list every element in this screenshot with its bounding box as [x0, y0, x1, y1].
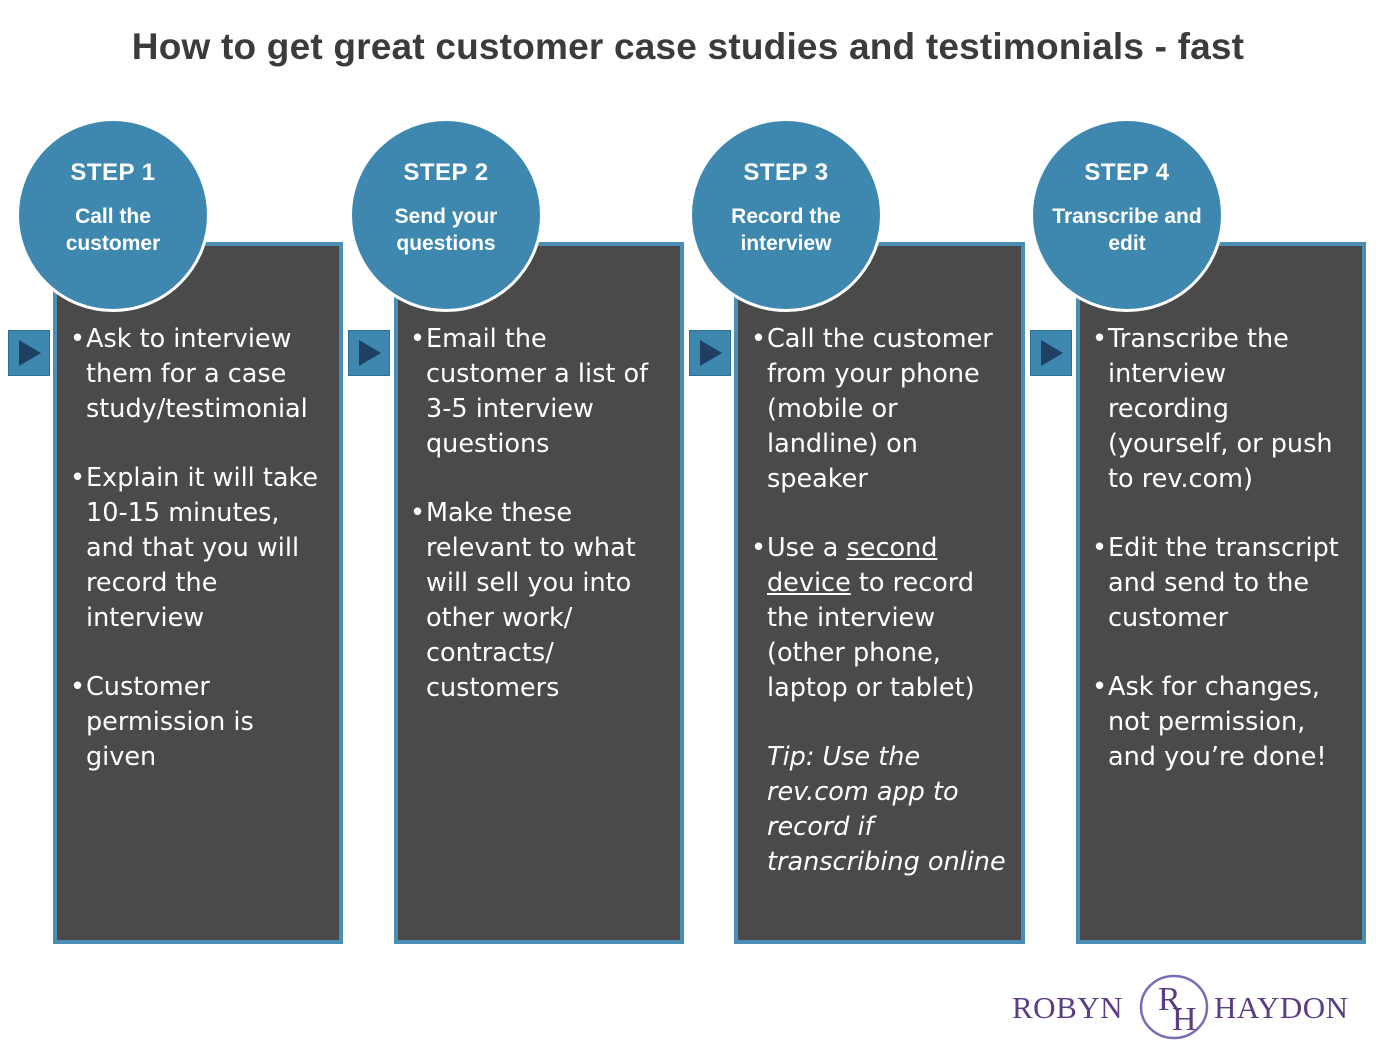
step-1-items: Ask to interview them for a case study/t…	[70, 322, 330, 809]
step-2-label: STEP 2	[403, 159, 489, 186]
step-2-items: Email the customer a list of 3-5 intervi…	[410, 322, 670, 740]
step-4-label: STEP 4	[1084, 159, 1170, 186]
step-4-items: Transcribe the interview recording (your…	[1092, 322, 1352, 809]
item-text: Use a	[767, 533, 847, 563]
logo: ROBYN R H HAYDON	[1012, 972, 1362, 1042]
step-3-label: STEP 3	[743, 159, 829, 186]
logo-monogram-r: R	[1158, 981, 1181, 1018]
list-item: Make these relevant to what will sell yo…	[410, 496, 670, 706]
step-2-circle: STEP 2 Send your questions	[349, 118, 543, 312]
list-item: Email the customer a list of 3-5 intervi…	[410, 322, 670, 462]
step-1-name: Call the customer	[65, 205, 161, 255]
step-3-name: Record the interview	[731, 205, 841, 255]
list-item: Call the customer from your phone (mobil…	[751, 322, 1011, 497]
list-item: Explain it will take 10-15 minutes, and …	[70, 461, 330, 636]
play-arrow-icon	[8, 330, 50, 376]
item-text: to record the interview (other phone, la…	[767, 568, 975, 703]
tip-text: Tip: Use the rev.com app to record if tr…	[767, 742, 1006, 877]
list-item: Customer permission is given	[70, 670, 330, 775]
play-arrow-icon	[1030, 330, 1072, 376]
logo-monogram-icon: R H	[1139, 974, 1209, 1040]
logo-first-name: ROBYN	[1012, 990, 1124, 1025]
logo-monogram-h: H	[1172, 1001, 1197, 1038]
step-2-name: Send your questions	[394, 205, 498, 255]
step-1-label: STEP 1	[70, 159, 156, 186]
list-item: Ask for changes, not permission, and you…	[1092, 670, 1352, 775]
page-title: How to get great customer case studies a…	[131, 26, 1245, 67]
step-3-circle: STEP 3 Record the interview	[689, 118, 883, 312]
step-3-items: Call the customer from your phone (mobil…	[751, 322, 1011, 880]
logo-last-name: HAYDON	[1214, 990, 1349, 1025]
step-4-circle: STEP 4 Transcribe and edit	[1030, 118, 1224, 312]
play-arrow-icon	[348, 330, 390, 376]
list-item: Edit the transcript and send to the cust…	[1092, 531, 1352, 636]
step-1-circle: STEP 1 Call the customer	[16, 118, 210, 312]
step-4-name: Transcribe and edit	[1052, 205, 1202, 255]
list-item: Use a second device to record the interv…	[751, 531, 1011, 706]
list-item: Transcribe the interview recording (your…	[1092, 322, 1352, 497]
underlined-phrase: second device	[767, 533, 938, 598]
list-item: Ask to interview them for a case study/t…	[70, 322, 330, 427]
play-arrow-icon	[689, 330, 731, 376]
